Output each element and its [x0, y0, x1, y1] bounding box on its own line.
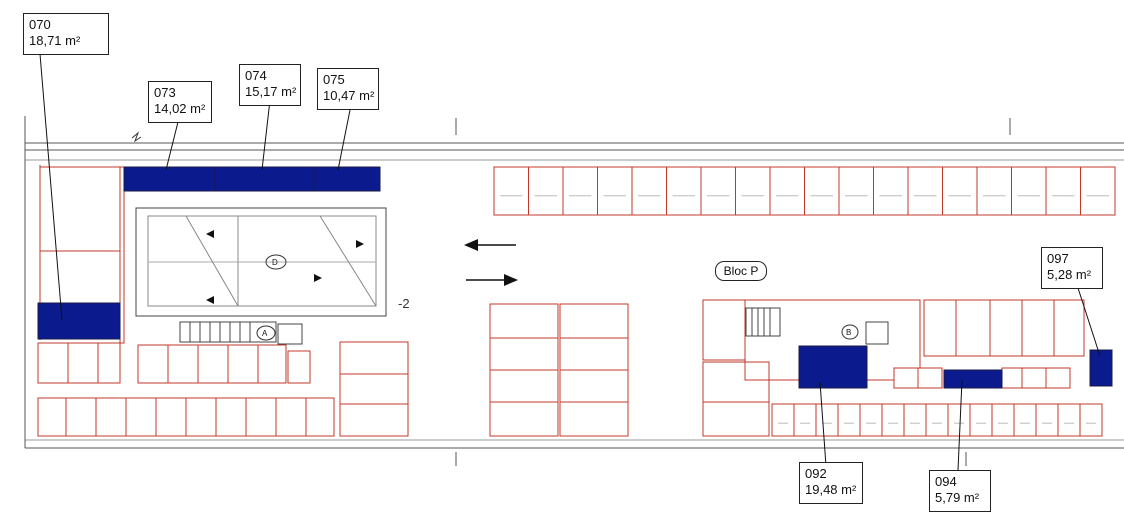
parking-row-top	[493, 166, 1116, 216]
parking-bay	[1045, 166, 1081, 216]
parking-bay	[838, 166, 874, 216]
cellar-row-bottom-right	[771, 403, 1103, 437]
cellar-bay	[837, 403, 861, 437]
stair-label-a: A	[262, 329, 268, 338]
cellar-bay	[1079, 403, 1103, 437]
parking-bay	[562, 166, 598, 216]
parking-bay	[528, 166, 564, 216]
stair-a	[179, 321, 303, 345]
parking-bay	[769, 166, 805, 216]
traffic-arrows	[464, 239, 518, 286]
callout-id: 074	[245, 68, 267, 83]
callout-075: 075 10,47 m²	[317, 68, 379, 110]
parking-bay	[1011, 166, 1047, 216]
cellar-bay	[881, 403, 905, 437]
parking-bay	[493, 166, 529, 216]
cellar-bay	[925, 403, 949, 437]
callout-area: 5,28 m²	[1047, 267, 1092, 282]
left-rooms	[37, 166, 409, 437]
callout-id: 092	[805, 466, 827, 481]
callout-area: 5,79 m²	[935, 490, 980, 505]
callout-094: 094 5,79 m²	[929, 470, 991, 512]
parking-block-center	[489, 303, 629, 437]
callout-area: 14,02 m²	[154, 101, 206, 116]
right-rooms	[702, 299, 1085, 437]
cellar-bay	[815, 403, 839, 437]
highlighted-units-right	[798, 345, 1113, 389]
parking-bay	[873, 166, 909, 216]
parking-bay	[666, 166, 702, 216]
parking-bay	[735, 166, 771, 216]
cellar-bay	[947, 403, 971, 437]
callout-092: 092 19,48 m²	[799, 462, 863, 504]
cellar-bay	[771, 403, 795, 437]
parking-bay	[976, 166, 1012, 216]
cellar-bay	[903, 403, 927, 437]
parking-bay	[942, 166, 978, 216]
level-label: -2	[398, 296, 410, 311]
parking-bay	[804, 166, 840, 216]
parking-bay	[700, 166, 736, 216]
cellar-bay	[991, 403, 1015, 437]
stair-b	[745, 307, 889, 345]
cellar-bay	[793, 403, 817, 437]
callout-id: 073	[154, 85, 176, 100]
bloc-label: Bloc P	[715, 261, 767, 281]
cellar-bay	[859, 403, 883, 437]
parking-bay	[1080, 166, 1116, 216]
callout-area: 18,71 m²	[29, 33, 81, 48]
parking-bay	[597, 166, 633, 216]
leader-lines	[39, 53, 1101, 471]
callout-id: 070	[29, 17, 51, 32]
callout-070: 070 18,71 m²	[23, 13, 109, 55]
highlighted-units-left	[37, 166, 381, 340]
cellar-bay	[1013, 403, 1037, 437]
callout-area: 19,48 m²	[805, 482, 857, 497]
callout-id: 075	[323, 72, 345, 87]
callout-area: 15,17 m²	[245, 84, 297, 99]
stair-label-b: B	[846, 328, 851, 337]
ramp-area	[135, 207, 387, 317]
parking-bay	[907, 166, 943, 216]
callout-id: 094	[935, 474, 957, 489]
callout-097: 097 5,28 m²	[1041, 247, 1103, 289]
cellar-bay	[1057, 403, 1081, 437]
stair-label-d: D	[272, 258, 278, 267]
cellar-bay	[1035, 403, 1059, 437]
callout-074: 074 15,17 m²	[239, 64, 301, 106]
callout-area: 10,47 m²	[323, 88, 375, 103]
cellar-bay	[969, 403, 993, 437]
callout-073: 073 14,02 m²	[148, 81, 212, 123]
building-outline	[24, 116, 1124, 466]
callout-id: 097	[1047, 251, 1069, 266]
parking-bay	[631, 166, 667, 216]
